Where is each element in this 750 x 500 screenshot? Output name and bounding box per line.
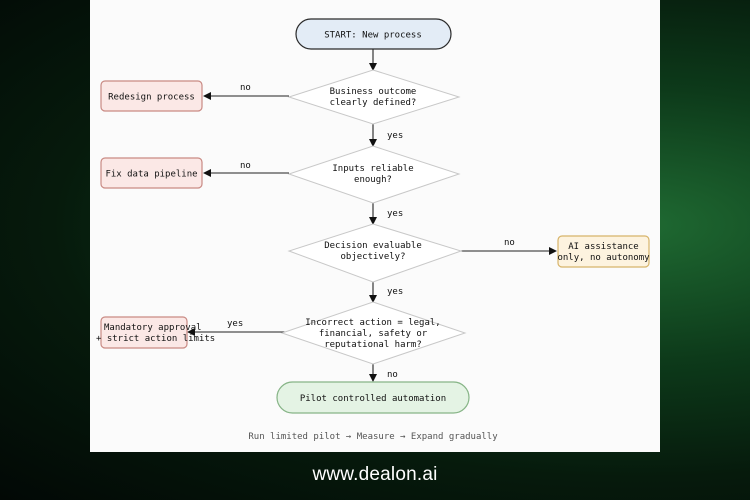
edge-label-no-2: no xyxy=(240,161,251,171)
edge-label-no-1: no xyxy=(240,83,251,93)
decision-evaluable xyxy=(287,223,463,283)
edge-label-yes-3: yes xyxy=(387,287,403,297)
decision-4-line2: financial, safety or xyxy=(319,329,428,339)
decision-harm-risk xyxy=(280,301,467,365)
process-footer-note: Run limited pilot → Measure → Expand gra… xyxy=(248,432,498,442)
decision-1-line1: Business outcome xyxy=(330,87,417,97)
outcome-mandatory-approval xyxy=(100,316,188,349)
outcome-approval-line2: + strict action limits xyxy=(96,334,215,344)
outcome-ai-assistance xyxy=(557,235,650,268)
decision-business-outcome xyxy=(287,69,461,125)
decision-2-line1: Inputs reliable xyxy=(332,164,413,174)
outcome-pilot-automation xyxy=(276,381,470,414)
pilot-label: Pilot controlled automation xyxy=(300,394,446,404)
decision-3-line2: objectively? xyxy=(340,252,405,262)
decision-2-line2: enough? xyxy=(354,175,392,185)
decision-4-line1: Incorrect action = legal, xyxy=(305,318,440,328)
decision-3-line1: Decision evaluable xyxy=(324,241,422,251)
site-url: www.dealon.ai xyxy=(312,464,438,485)
edge-label-no-3: no xyxy=(504,238,515,248)
outcome-fix-data-label: Fix data pipeline xyxy=(105,170,197,180)
edge-label-yes-4: yes xyxy=(227,319,243,329)
decision-4-line3: reputational harm? xyxy=(324,340,422,350)
start-node xyxy=(295,18,452,50)
decision-inputs-reliable xyxy=(287,145,461,204)
outcome-ai-assist-line1: AI assistance xyxy=(568,242,638,252)
start-node-label: START: New process xyxy=(324,31,422,41)
edge-label-yes-2: yes xyxy=(387,209,403,219)
outcome-redesign-process xyxy=(100,80,203,112)
outcome-ai-assist-line2: only, no autonomy xyxy=(557,253,650,263)
outcome-approval-line1: Mandatory approval xyxy=(104,323,202,333)
edge-label-no-4: no xyxy=(387,370,398,380)
decision-1-line2: clearly defined? xyxy=(330,98,417,108)
outcome-redesign-label: Redesign process xyxy=(108,93,195,103)
outcome-fix-data-pipeline xyxy=(100,157,203,189)
edge-label-yes-1: yes xyxy=(387,131,403,141)
